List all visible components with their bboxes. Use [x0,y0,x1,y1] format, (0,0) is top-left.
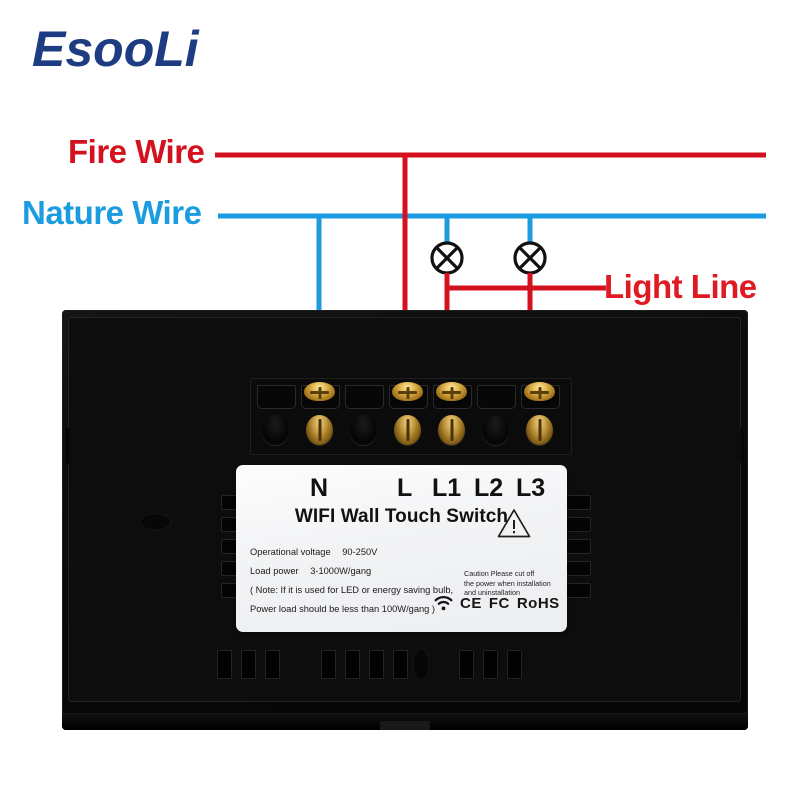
spec-note-line-2: Power load should be less than 100W/gang… [250,604,436,614]
spec-name-voltage: Operational voltage [250,547,331,557]
mount-hole-bottom [412,648,430,681]
spec-value-load: 3-1000W/gang [310,566,372,576]
wifi-icon [434,596,453,611]
vent-slots-right [565,495,591,598]
spec-value-voltage: 90-250V [342,547,378,557]
nature-wire-label: Nature Wire [22,194,202,231]
terminal-hole [350,415,377,445]
spec-label: N L L1 L2 L3 WIFI Wall Touch Switch Oper… [236,465,567,632]
fire-wire-label: Fire Wire [68,133,205,170]
terminal-slot [345,385,384,409]
spec-rows: Operational voltage 90-250V Load power 3… [250,543,460,619]
cert-ce: CE [460,595,482,612]
terminal-letter-l2: L2 [474,474,504,502]
terminal-letter-l3: L3 [516,474,546,502]
mount-hole-left [139,513,172,531]
terminal-slot [257,385,296,409]
brand-logo: EsooLi [30,20,230,80]
terminal-letters: N L L1 L2 L3 [236,474,567,508]
terminal-hole [438,415,465,445]
lip-tab [380,721,430,730]
terminal-screw-l3 [524,382,555,401]
side-notch-right [740,428,745,464]
terminal-block [250,378,572,455]
vent-slots-bottom [217,650,522,679]
side-notch-left [65,428,70,464]
cert-fcc: FC [488,595,510,612]
spec-row-voltage: Operational voltage 90-250V [250,543,460,562]
terminal-hole [262,415,289,445]
terminal-hole [526,415,553,445]
lamp-symbol-1 [430,241,464,275]
cert-rohs: RoHS [516,595,560,612]
terminal-screw-n [304,382,335,401]
terminal-hole [482,415,509,445]
terminal-slot [477,385,516,409]
spec-row-load: Load power 3-1000W/gang [250,562,460,581]
terminal-letter-l: L [397,474,413,502]
brand-logo-text: EsooLi [32,21,200,77]
terminal-screw-l [392,382,423,401]
lamp-symbol-2 [513,241,547,275]
product-name: WIFI Wall Touch Switch [294,506,509,527]
terminal-screw-l1 [436,382,467,401]
terminal-hole [306,415,333,445]
certification-row: CE FC RoHS [434,595,560,612]
terminal-letter-n: N [310,474,329,502]
spec-note-line-1: ( Note: If it is used for LED or energy … [250,585,454,595]
caution-box: Caution Please cut off the power when in… [464,509,564,598]
spec-name-load: Load power [250,566,299,576]
caution-text: Caution Please cut off the power when in… [464,569,551,598]
terminal-letter-l1: L1 [432,474,462,502]
body-lip [62,713,748,730]
terminal-hole [394,415,421,445]
warning-triangle-icon [497,509,531,566]
light-line-label: Light Line [604,268,757,305]
